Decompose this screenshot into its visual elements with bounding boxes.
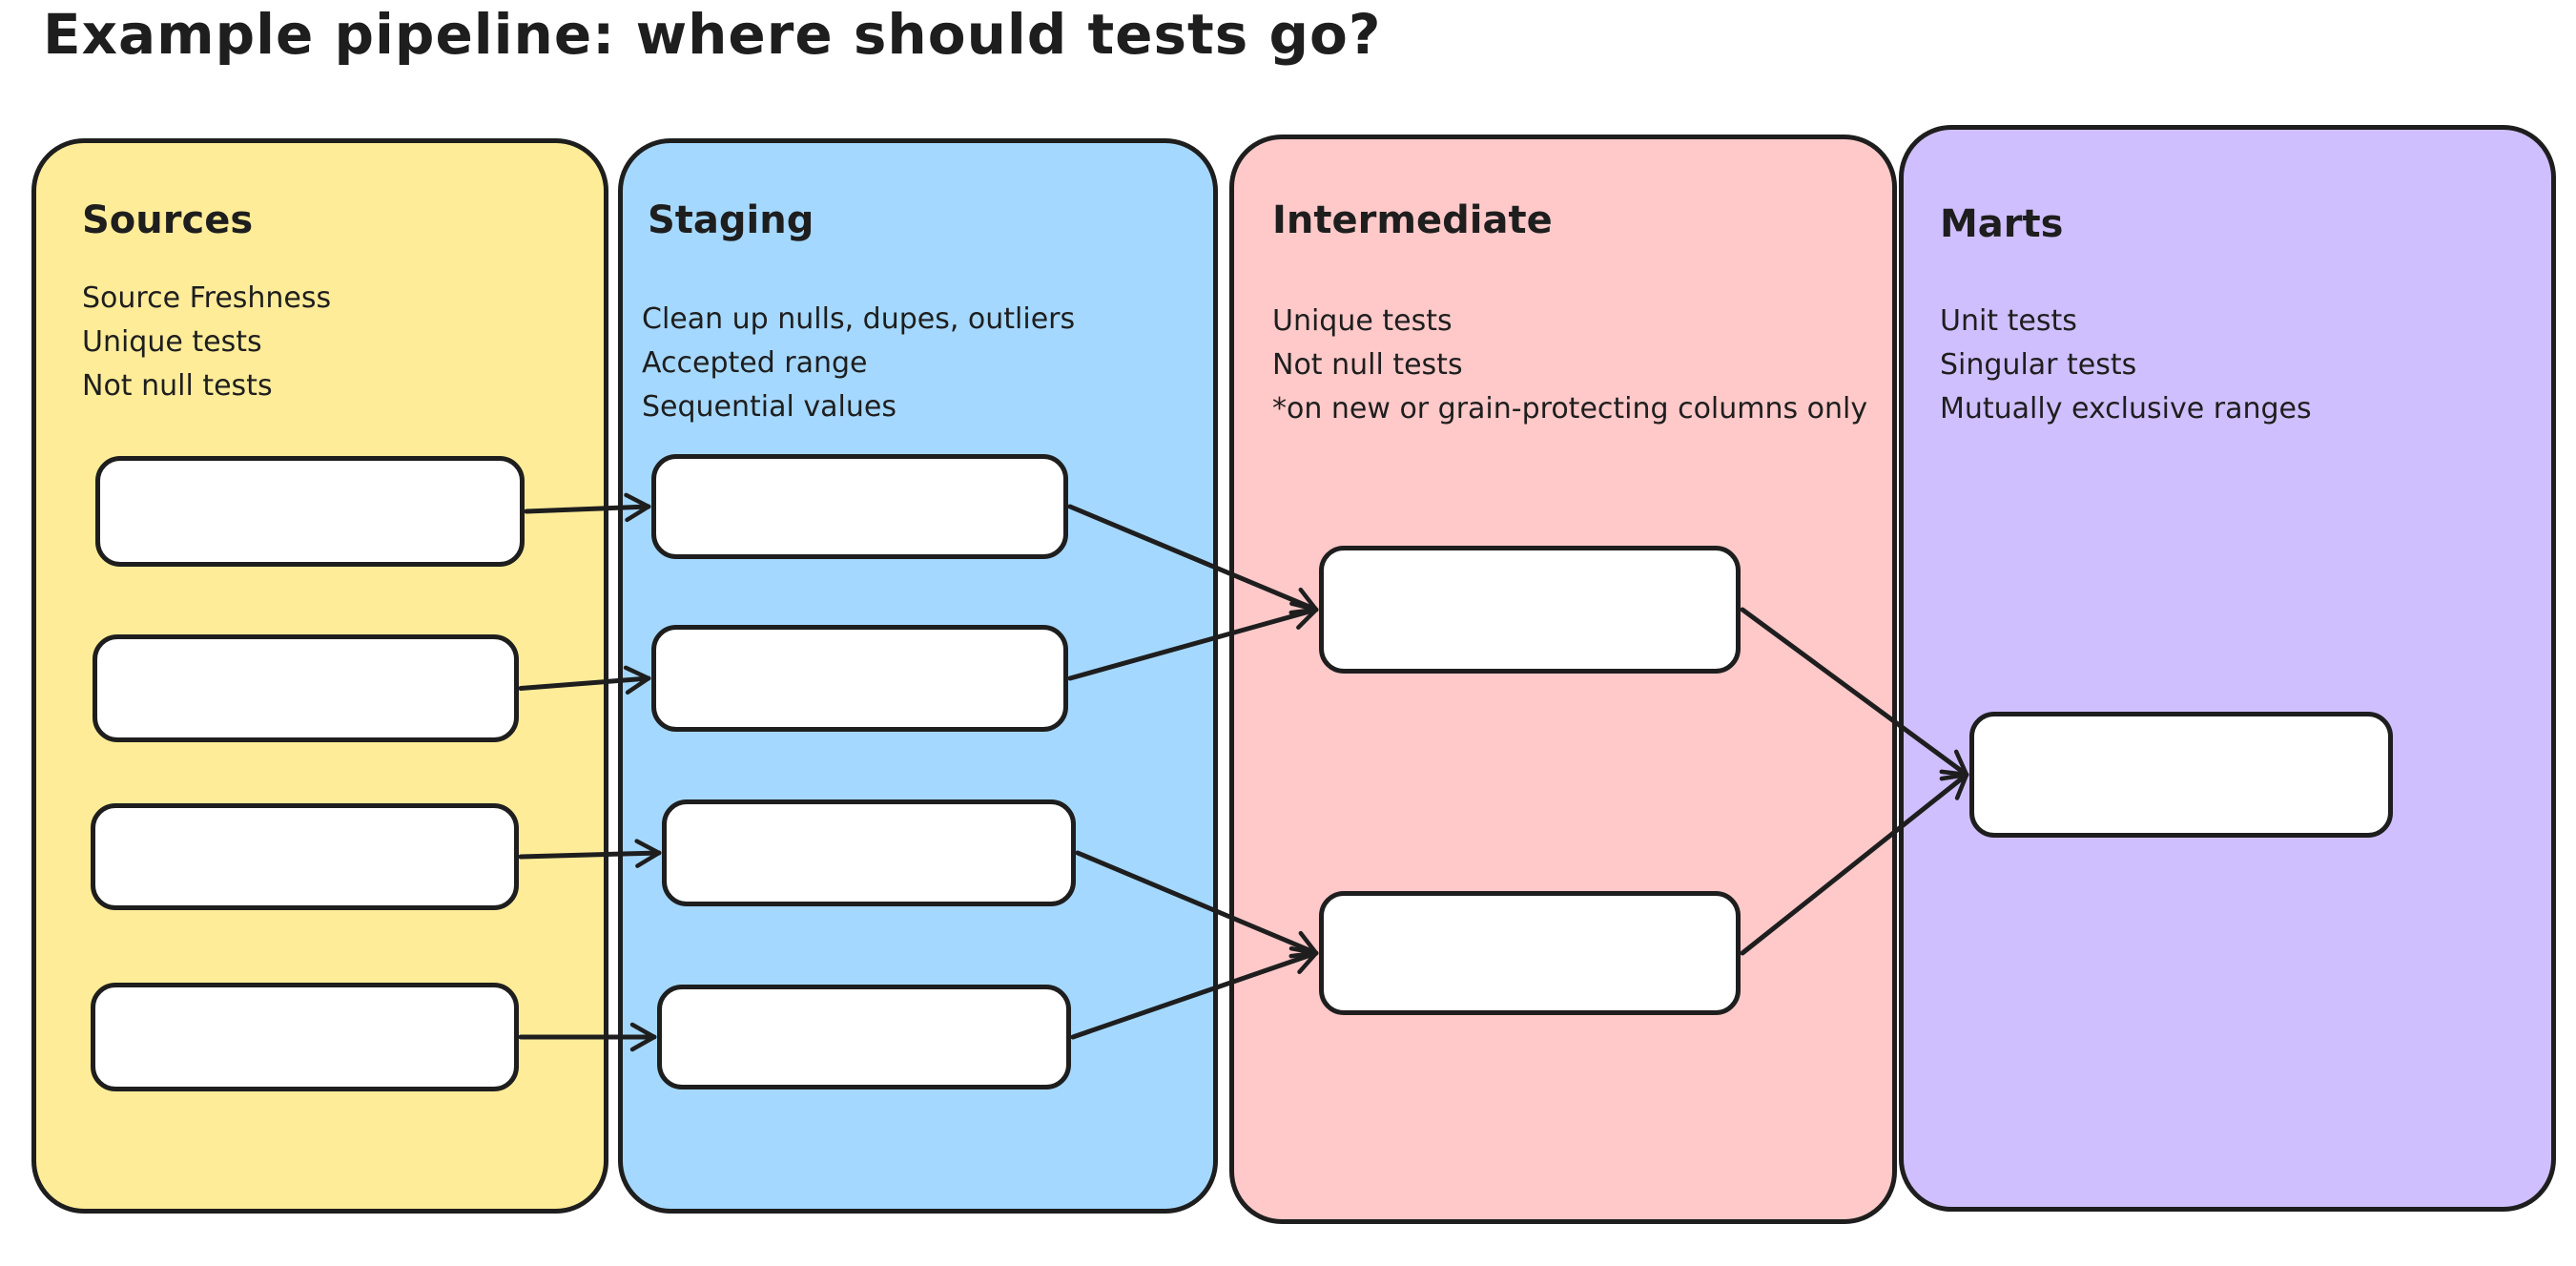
note-line: Not null tests <box>82 369 273 403</box>
column-staging-notes: Clean up nulls, dupes, outliers Accepted… <box>642 298 1075 429</box>
note-line: Accepted range <box>642 346 868 380</box>
node-stg-1 <box>651 454 1068 559</box>
note-line: Mutually exclusive ranges <box>1940 392 2312 425</box>
node-stg-3 <box>662 799 1076 906</box>
note-line: Singular tests <box>1940 348 2137 382</box>
column-intermediate-notes: Unique tests Not null tests *on new or g… <box>1272 300 1867 431</box>
column-sources-notes: Source Freshness Unique tests Not null t… <box>82 277 331 408</box>
column-sources-label: Sources <box>82 198 254 242</box>
node-mart-1 <box>1969 712 2393 838</box>
note-line: Sequential values <box>642 390 896 424</box>
note-line: *on new or grain-protecting columns only <box>1272 392 1868 425</box>
node-stg-2 <box>651 625 1068 732</box>
node-src-1 <box>95 456 525 567</box>
node-int-2 <box>1319 891 1741 1015</box>
column-intermediate: Intermediate Unique tests Not null tests… <box>1229 135 1897 1224</box>
diagram-title: Example pipeline: where should tests go? <box>43 2 1382 67</box>
node-int-1 <box>1319 546 1741 674</box>
column-intermediate-label: Intermediate <box>1272 198 1553 242</box>
node-src-3 <box>91 803 519 910</box>
note-line: Not null tests <box>1272 348 1463 382</box>
column-marts: Marts Unit tests Singular tests Mutually… <box>1899 125 2556 1212</box>
column-marts-label: Marts <box>1940 202 2064 246</box>
node-src-2 <box>93 634 519 742</box>
column-marts-notes: Unit tests Singular tests Mutually exclu… <box>1940 300 2312 431</box>
note-line: Clean up nulls, dupes, outliers <box>642 302 1076 336</box>
column-staging-label: Staging <box>648 198 814 242</box>
node-stg-4 <box>657 985 1071 1090</box>
node-src-4 <box>91 983 519 1091</box>
note-line: Source Freshness <box>82 281 332 315</box>
note-line: Unit tests <box>1940 304 2077 338</box>
note-line: Unique tests <box>1272 304 1453 338</box>
note-line: Unique tests <box>82 325 262 359</box>
